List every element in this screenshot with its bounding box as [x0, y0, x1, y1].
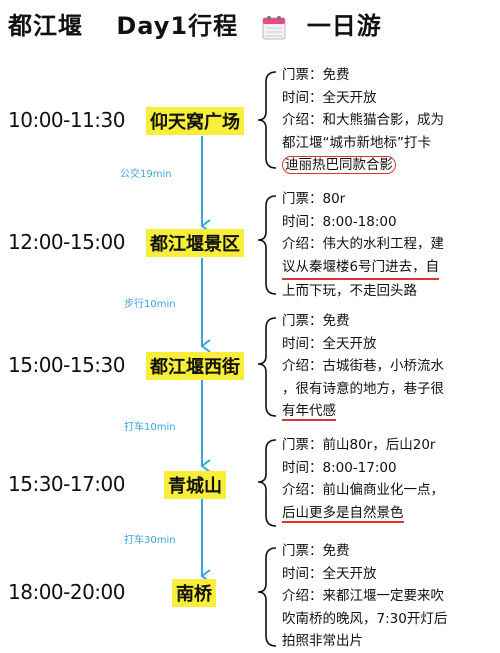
place-label: 都江堰西街	[146, 352, 244, 380]
info-line-highlight: 后山更多是自然景色	[282, 504, 404, 523]
transit-label: 公交19min	[120, 169, 172, 180]
place-label: 南桥	[172, 579, 216, 607]
brace-3	[257, 317, 277, 417]
time-slot: 18:00-20:00	[8, 580, 126, 604]
info-line: 时间：8:00-17:00	[282, 459, 397, 476]
info-line: 介绍：伟大的水利工程，建	[282, 236, 444, 252]
info-line: 拍照非常出片	[282, 633, 363, 649]
info-line: 介绍：古城街巷，小桥流水	[282, 358, 444, 374]
brace-4	[257, 439, 277, 527]
info-line: 上而下玩，不走回头路	[282, 283, 417, 299]
calendar-icon	[262, 16, 286, 40]
info-line: 有年代感	[282, 400, 444, 423]
stop-info: 门票：免费 时间：全天开放 介绍：古城街巷，小桥流水 ，很有诗意的地方，巷子很 …	[282, 310, 444, 423]
info-line: 时间：全天开放	[282, 89, 377, 106]
time-slot: 15:00-15:30	[8, 353, 126, 377]
info-line: 门票：免费	[282, 313, 350, 329]
info-line-highlight: 迪丽热巴同款合影	[282, 156, 396, 174]
info-line: 后山更多是自然景色	[282, 502, 444, 525]
info-line: 门票：免费	[282, 543, 350, 559]
stop-info: 门票：免费 时间：全天开放 介绍：和大熊猫合影，成为 都江堰“城市新地标”打卡 …	[282, 64, 444, 177]
info-line: ，很有诗意的地方，巷子很	[282, 380, 444, 397]
time-slot: 12:00-15:00	[8, 230, 126, 254]
transit-label: 打车30min	[124, 535, 176, 546]
place-label: 青城山	[164, 471, 226, 499]
title-city: 都江堰	[8, 12, 83, 40]
brace-1	[257, 71, 277, 169]
info-line: 介绍：前山偏商业化一点，	[282, 482, 444, 498]
transit-label: 步行10min	[124, 299, 176, 310]
info-line: 门票：前山80r，后山20r	[282, 437, 436, 453]
info-line: 介绍：和大熊猫合影，成为	[282, 112, 444, 128]
info-line: 门票：80r	[282, 191, 346, 207]
info-line: 时间：全天开放	[282, 335, 377, 352]
brace-5	[257, 547, 277, 647]
info-line: 时间：8:00-18:00	[282, 213, 397, 230]
info-line: 都江堰“城市新地标”打卡	[282, 134, 431, 151]
stop-info: 门票：前山80r，后山20r 时间：8:00-17:00 介绍：前山偏商业化一点…	[282, 434, 444, 524]
info-line: 门票：免费	[282, 67, 350, 83]
title-day: Day1行程	[116, 12, 239, 40]
time-slot: 15:30-17:00	[8, 472, 126, 496]
info-line: 议从秦堰楼6号门进去，自	[282, 256, 440, 280]
transit-label: 打车10min	[124, 422, 176, 433]
stop-info: 门票：80r 时间：8:00-18:00 介绍：伟大的水利工程，建 议从秦堰楼6…	[282, 188, 444, 303]
time-slot: 10:00-11:30	[8, 108, 126, 132]
info-line: 时间：全天开放	[282, 565, 377, 582]
page-title: 都江堰 Day1行程 一日游	[8, 6, 382, 41]
title-tour: 一日游	[306, 12, 382, 40]
place-label: 都江堰景区	[146, 229, 244, 257]
stop-info: 门票：免费 时间：全天开放 介绍：来都江堰一定要来吹 吹南桥的晚风，7:30开灯…	[282, 540, 447, 653]
brace-2	[257, 195, 277, 295]
info-line: 吹南桥的晚风，7:30开灯后	[282, 610, 448, 627]
info-line: 介绍：来都江堰一定要来吹	[282, 588, 444, 604]
place-label: 仰天窝广场	[146, 107, 244, 135]
info-line-highlight: 有年代感	[282, 403, 336, 421]
info-line: 迪丽热巴同款合影	[282, 154, 444, 177]
